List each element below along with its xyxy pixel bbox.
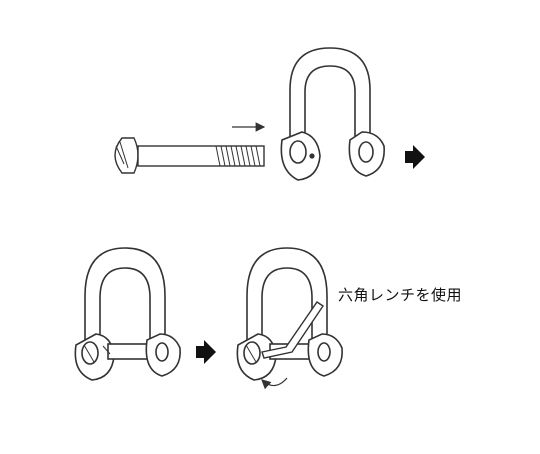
shackle-open	[280, 47, 385, 181]
hex-wrench	[261, 301, 324, 359]
wrench-caption: 六角レンチを使用	[338, 286, 463, 304]
step-arrow-2	[196, 340, 216, 364]
shackle-with-wrench	[236, 247, 343, 381]
rotate-arrow	[261, 377, 288, 390]
step-arrow-1	[405, 145, 425, 169]
shackle-assembled	[74, 247, 181, 381]
bolt	[114, 137, 265, 174]
